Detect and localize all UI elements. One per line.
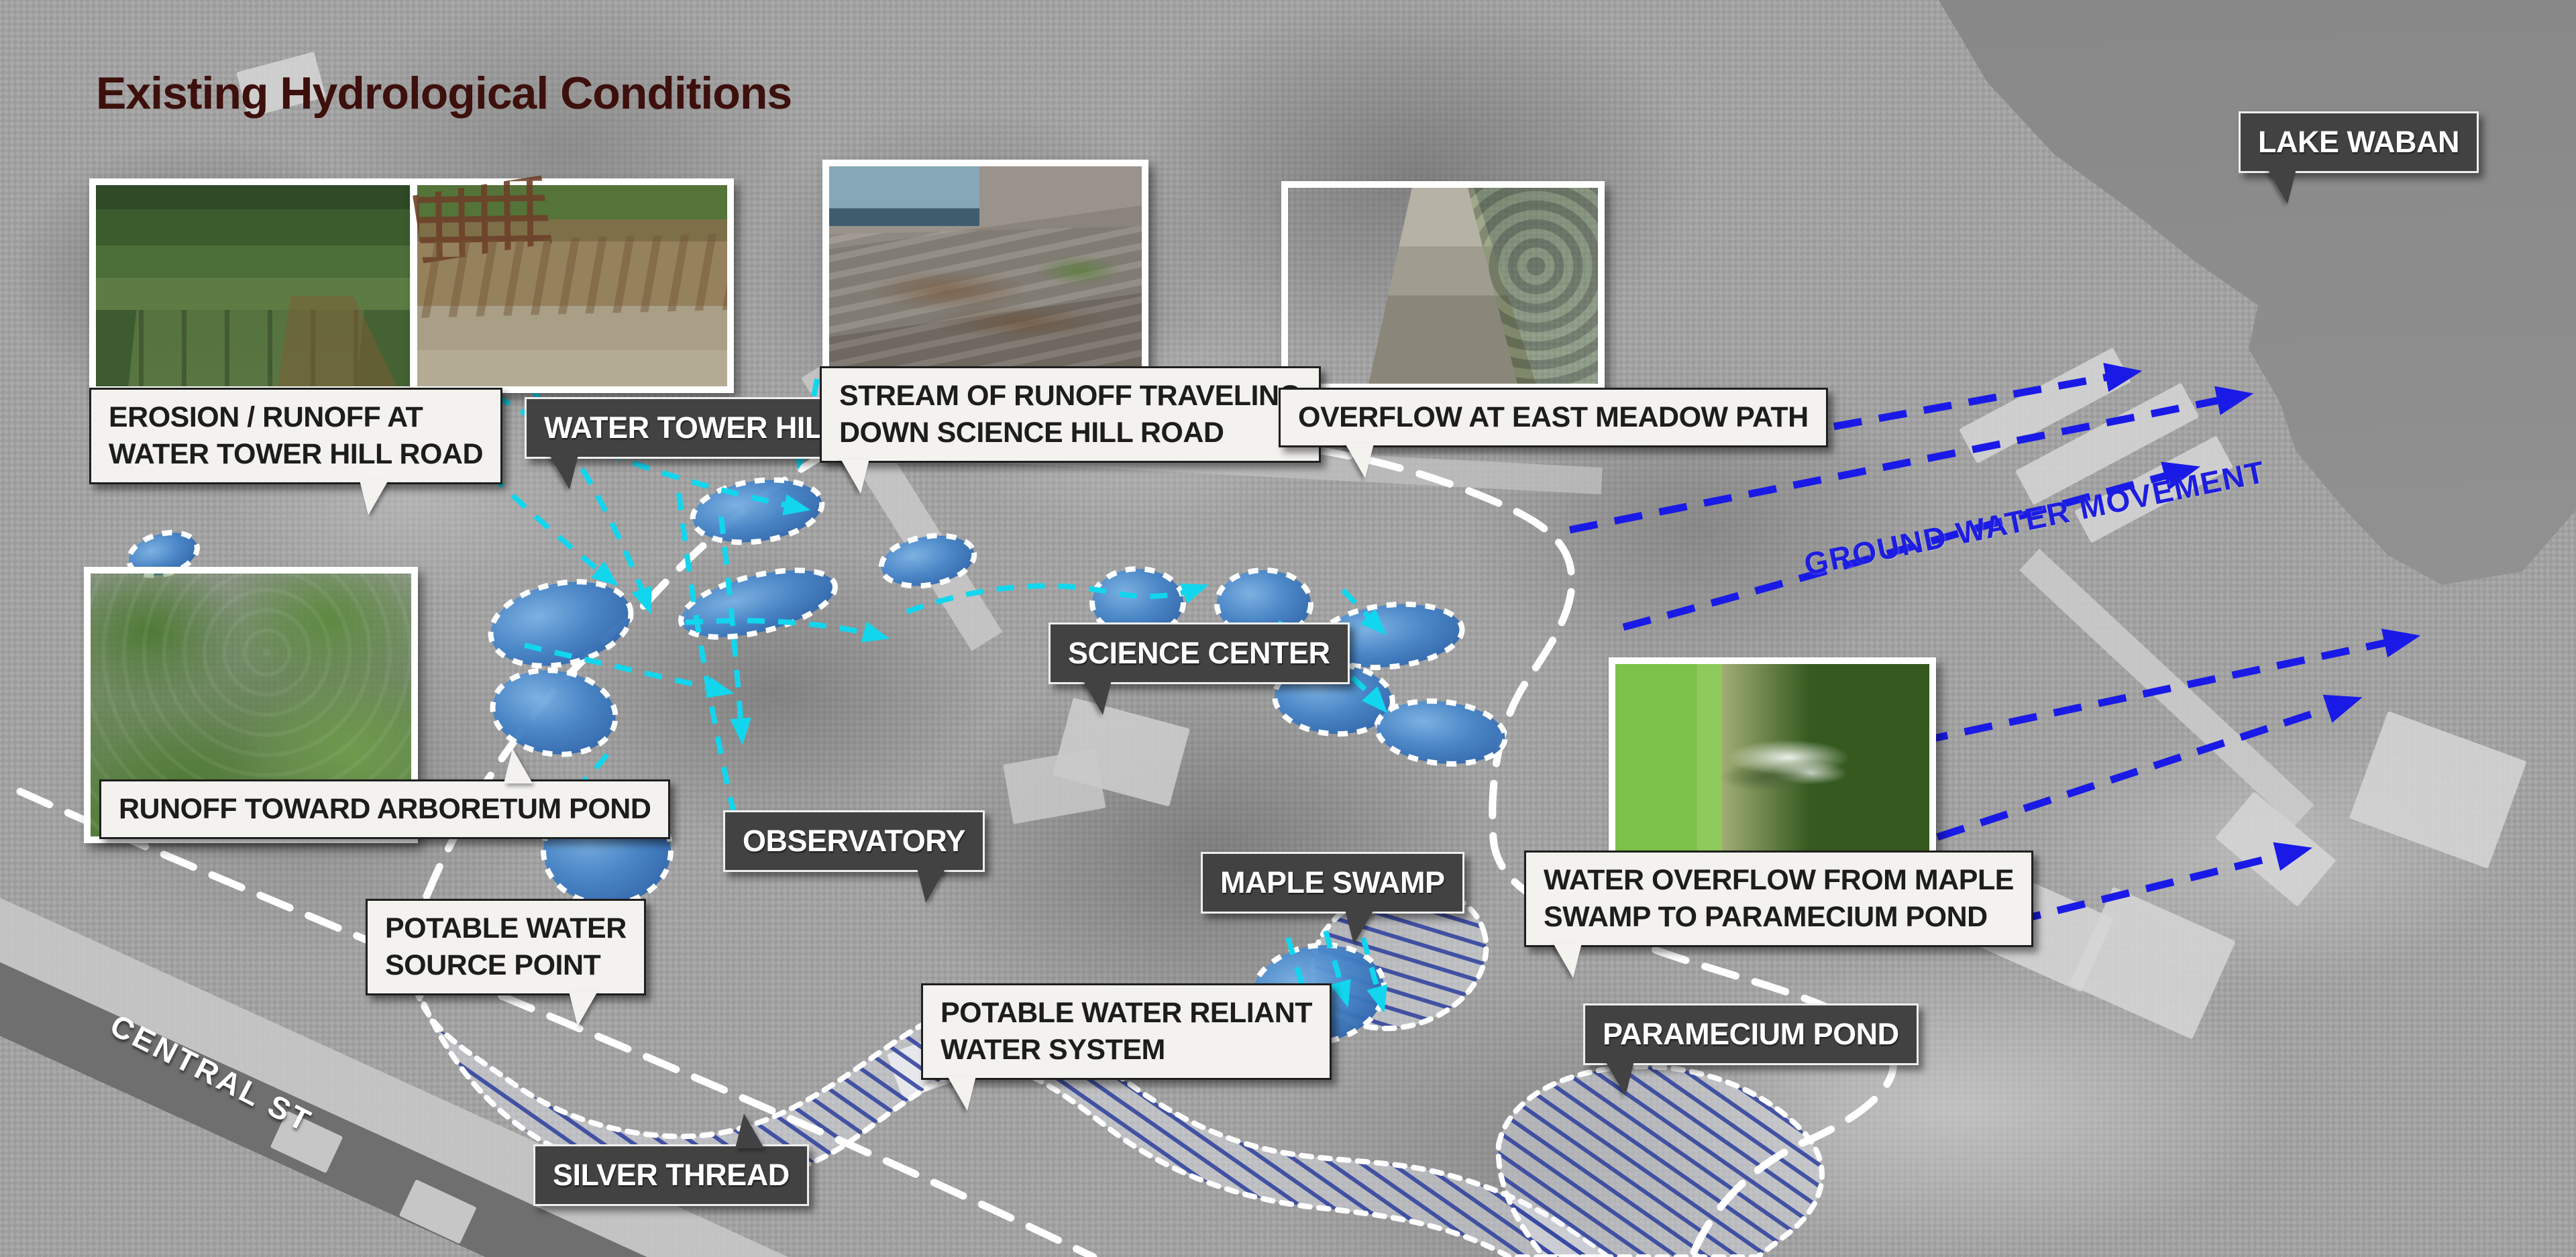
- label-line: OVERFLOW AT EAST MEADOW PATH: [1298, 401, 1809, 433]
- photo-east-meadow-flood: [1281, 181, 1605, 390]
- label-tail: [735, 1113, 764, 1148]
- label-tail: [947, 1076, 976, 1111]
- page-title: Existing Hydrological Conditions: [96, 68, 792, 119]
- boundary-dashed-path-1: [16, 787, 1097, 1257]
- runoff-arrow-9: [685, 618, 890, 643]
- label-tail: [549, 454, 578, 490]
- label-tail: [1553, 943, 1582, 979]
- label-line: RUNOFF TOWARD ARBORETUM POND: [119, 793, 651, 825]
- photo-layer: [1615, 664, 1929, 859]
- label-line: OBSERVATORY: [743, 824, 966, 858]
- label-line: EROSION / RUNOFF AT: [109, 401, 423, 433]
- observatory-label: OBSERVATORY: [723, 810, 985, 903]
- label-line: MAPLE SWAMP: [1220, 865, 1445, 899]
- label-line: SCIENCE CENTER: [1068, 636, 1330, 670]
- overflow-east-meadow-label: OVERFLOW AT EAST MEADOW PATH: [1279, 388, 1828, 479]
- label-line: WATER TOWER HILL ROAD: [109, 438, 484, 471]
- label-tail: [2267, 168, 2296, 204]
- label-line: STREAM OF RUNOFF TRAVELING: [839, 380, 1301, 412]
- ground-water-arrow-3: [1622, 461, 2201, 631]
- ponding-blob-6: [678, 567, 838, 640]
- photo-layer: [829, 226, 1142, 366]
- ponding-blob-5: [690, 477, 825, 545]
- label-line: WATER OVERFLOW FROM MAPLE: [1544, 864, 2014, 896]
- potable-reliant-label: POTABLE WATER RELIANT WATER SYSTEM: [921, 983, 1332, 1111]
- runoff-arrow-12: [1341, 588, 1387, 636]
- photo-layer: [96, 185, 410, 386]
- label-line: WATER TOWER HILL: [544, 411, 841, 445]
- label-tail: [841, 459, 869, 494]
- ponding-blob-7: [878, 533, 977, 589]
- photo-layer: [1615, 664, 1929, 859]
- photo-erosion-road: [89, 178, 417, 393]
- label-tail: [917, 867, 946, 903]
- ponding-blob-2: [488, 579, 634, 669]
- label-line: SOURCE POINT: [385, 949, 601, 982]
- runoff-arrow-14: [1323, 930, 1351, 1008]
- label-line: WATER SYSTEM: [941, 1034, 1165, 1067]
- runoff-arrow-15: [1360, 936, 1388, 1014]
- label-line: DOWN SCIENCE HILL ROAD: [839, 417, 1224, 449]
- label-line: LAKE WABAN: [2258, 125, 2459, 159]
- potable-source-label: POTABLE WATER SOURCE POINT: [366, 899, 646, 1027]
- label-tail: [1605, 1060, 1634, 1096]
- runoff-arboretum-label: RUNOFF TOWARD ARBORETUM POND: [99, 749, 671, 840]
- ground-water-arrow-4: [1919, 628, 2421, 745]
- runoff-arrow-8: [524, 643, 735, 698]
- photo-layer: [417, 233, 727, 318]
- water-overflow-maple-label: WATER OVERFLOW FROM MAPLE SWAMP TO PARAME…: [1524, 851, 2033, 979]
- maple-swamp-label: MAPLE SWAMP: [1201, 852, 1464, 944]
- runoff-arrow-10: [906, 583, 1210, 614]
- photo-layer: [1288, 188, 1598, 384]
- runoff-arrow-5: [718, 516, 751, 745]
- label-line: SWAMP TO PARAMECIUM POND: [1544, 901, 1988, 934]
- label-tail: [504, 749, 533, 783]
- paramecium-pond-area: [1495, 1063, 1825, 1257]
- erosion-runoff-label: EROSION / RUNOFF AT WATER TOWER HILL ROAD: [89, 388, 503, 516]
- label-line: POTABLE WATER RELIANT: [941, 997, 1313, 1029]
- photo-layer: [417, 185, 727, 386]
- stream-runoff-label: STREAM OF RUNOFF TRAVELING DOWN SCIENCE H…: [820, 366, 1321, 494]
- lake-waban-label: LAKE WABAN: [2239, 111, 2479, 204]
- ponding-blob-10: [1315, 601, 1465, 671]
- photo-drain-grate: [411, 175, 734, 393]
- runoff-arrow-13: [1285, 936, 1313, 1014]
- photo-science-hill-street: [822, 160, 1148, 373]
- runoff-arrow-4: [676, 492, 747, 851]
- label-tail: [1345, 443, 1374, 479]
- silver-thread-label: SILVER THREAD: [533, 1113, 809, 1206]
- ground-water-arrow-2: [1568, 386, 2254, 534]
- label-tail: [1083, 679, 1112, 715]
- photo-paramecium-path: [1609, 657, 1936, 865]
- label-tail: [569, 991, 598, 1027]
- science-center-label: SCIENCE CENTER: [1049, 622, 1350, 715]
- label-line: SILVER THREAD: [553, 1158, 790, 1192]
- label-line: POTABLE WATER: [385, 912, 627, 944]
- photo-layer: [829, 166, 979, 227]
- label-tail: [1345, 909, 1374, 944]
- paramecium-pond-label: PARAMECIUM POND: [1583, 1003, 1919, 1096]
- ponding-blob-12: [1374, 698, 1508, 767]
- label-line: PARAMECIUM POND: [1603, 1017, 1899, 1051]
- label-tail: [360, 480, 388, 516]
- ground-water-arrow-5: [1936, 694, 2363, 841]
- water-tower-hill-label: WATER TOWER HILL: [525, 397, 861, 490]
- ponding-blob-3: [490, 667, 619, 757]
